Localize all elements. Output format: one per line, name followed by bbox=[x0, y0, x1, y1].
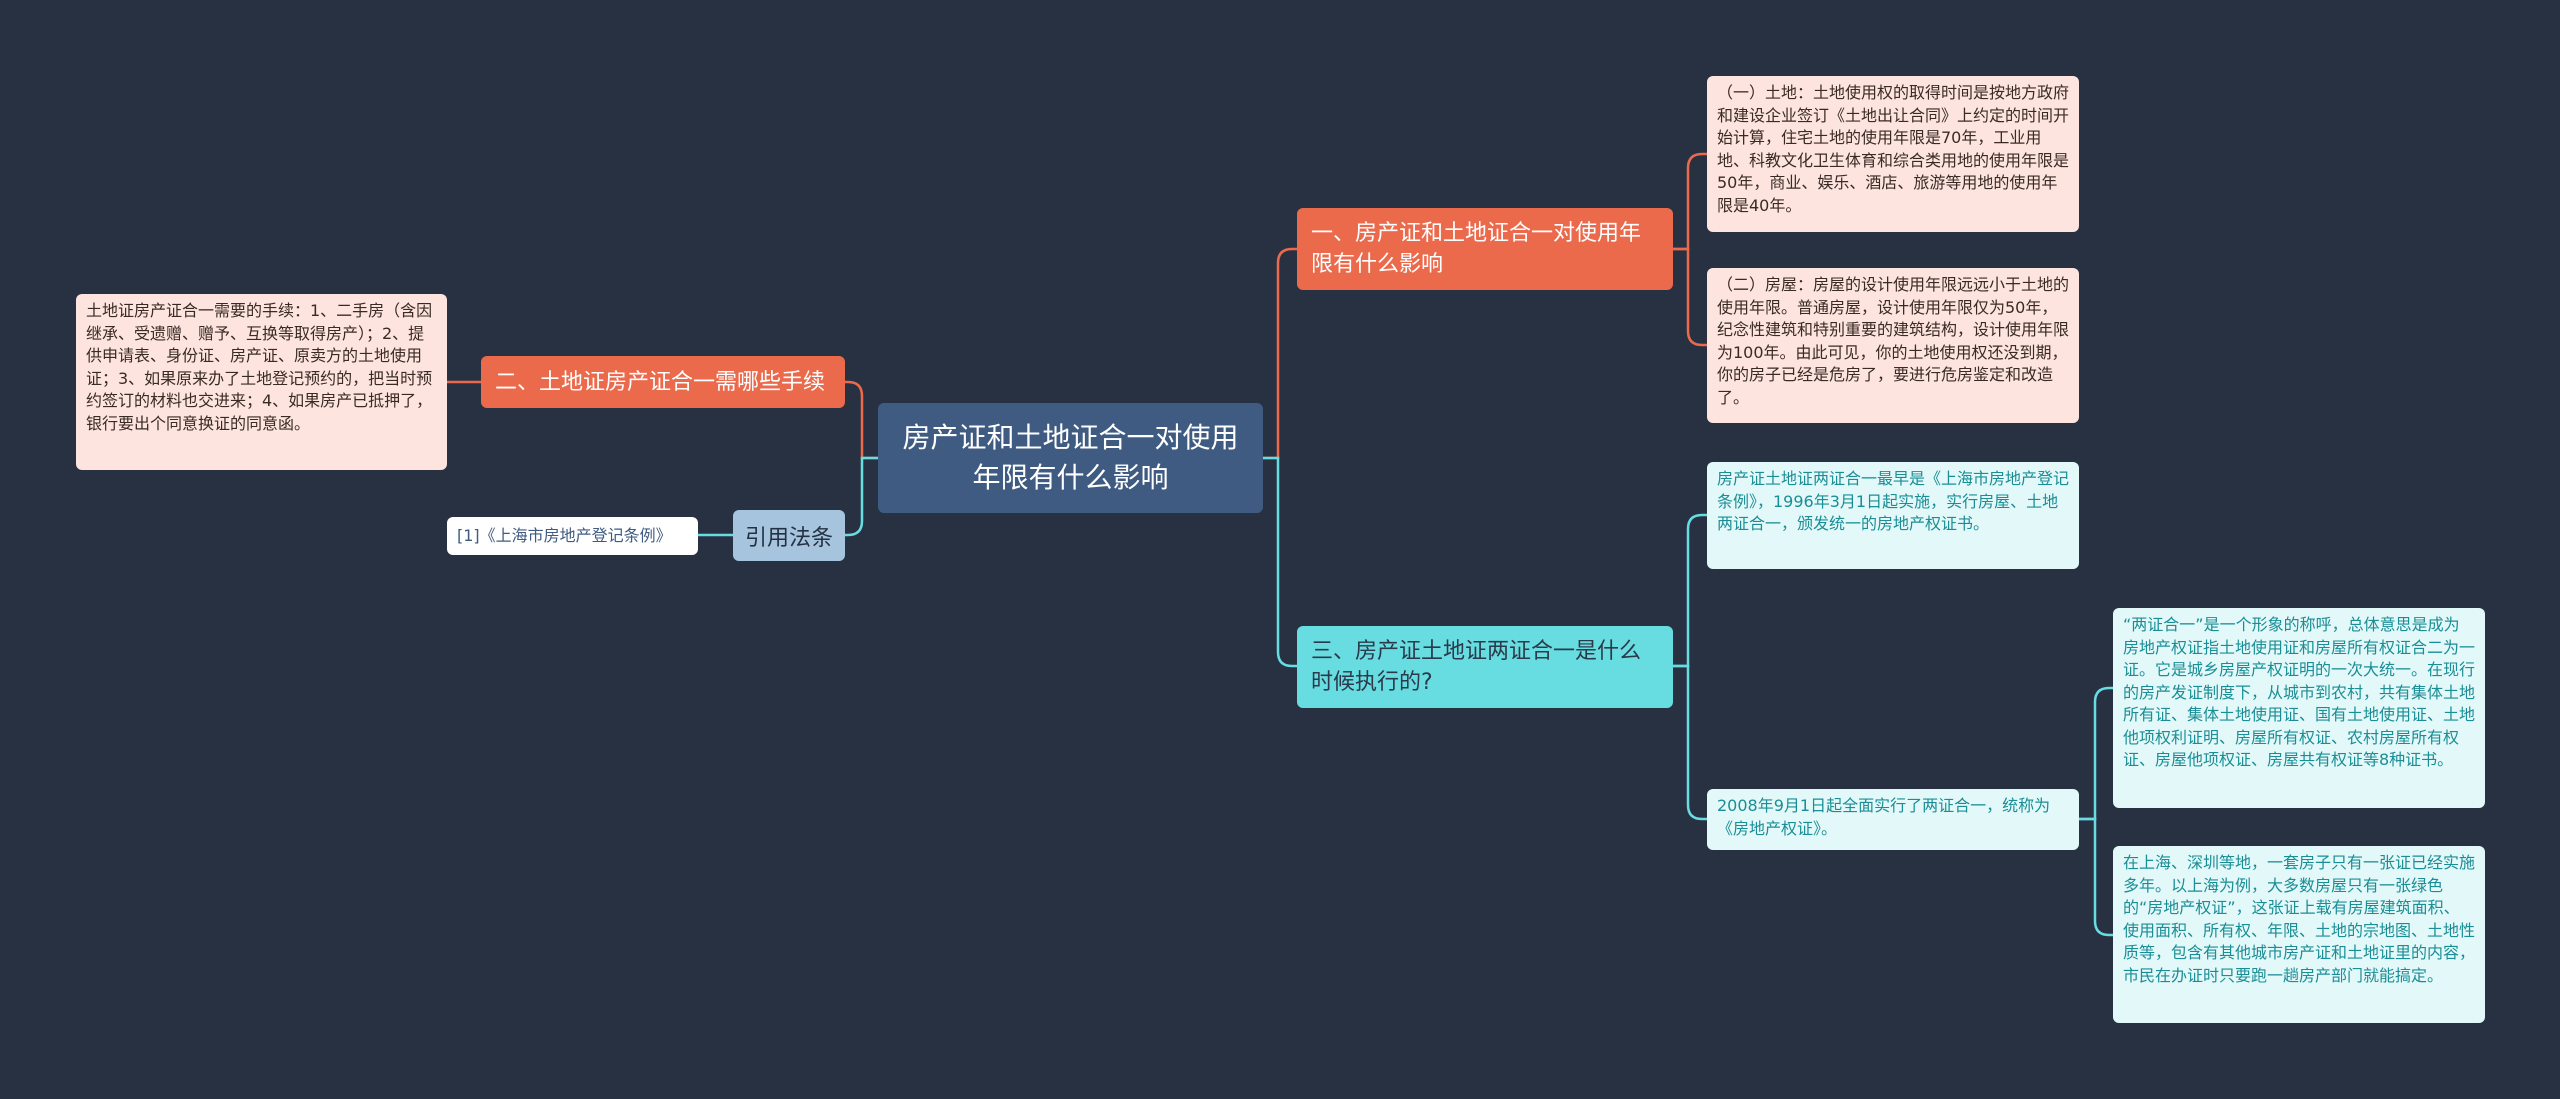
leaf-shanghai-shenzhen-example[interactable]: 在上海、深圳等地，一套房子只有一张证已经实施多年。以上海为例，大多数房屋只有一张… bbox=[2113, 846, 2485, 1023]
branch-cited-laws[interactable]: 引用法条 bbox=[733, 510, 845, 561]
leaf-shanghai-1996[interactable]: 房产证土地证两证合一最早是《上海市房地产登记条例》，1996年3月1日起实施，实… bbox=[1707, 462, 2079, 569]
link-center-branch2 bbox=[845, 380, 878, 460]
central-topic[interactable]: 房产证和土地证合一对使用年限有什么影响 bbox=[878, 403, 1263, 513]
leaf-citation-regulation[interactable]: [1]《上海市房地产登记条例》 bbox=[447, 517, 698, 555]
branch-merge-timing[interactable]: 三、房产证土地证两证合一是什么时候执行的? bbox=[1297, 626, 1673, 708]
link-leaf2-child2 bbox=[2079, 817, 2113, 937]
branch-label: 一、房产证和土地证合一对使用年限有什么影响 bbox=[1311, 221, 1642, 277]
link-center-citation bbox=[845, 456, 878, 537]
leaf-text: “两证合一”是一个形象的称呼，总体意思是成为房地产权证指土地使用证和房屋所有权证… bbox=[2123, 615, 2476, 769]
link-branch3-leaf2 bbox=[1673, 664, 1707, 821]
leaf-2008-full-merge[interactable]: 2008年9月1日起全面实行了两证合一，统称为《房地产权证》。 bbox=[1707, 789, 2079, 850]
leaf-building-term[interactable]: （二）房屋：房屋的设计使用年限远远小于土地的使用年限。普通房屋，设计使用年限仅为… bbox=[1707, 268, 2079, 423]
leaf-text: 2008年9月1日起全面实行了两证合一，统称为《房地产权证》。 bbox=[1717, 796, 2051, 838]
link-center-branch3 bbox=[1263, 456, 1297, 668]
central-topic-label: 房产证和土地证合一对使用年限有什么影响 bbox=[902, 421, 1239, 494]
leaf-procedures-detail[interactable]: 土地证房产证合一需要的手续：1、二手房（含因继承、受遗赠、赠予、互换等取得房产）… bbox=[76, 294, 447, 470]
branch-label: 三、房产证土地证两证合一是什么时候执行的? bbox=[1311, 639, 1642, 695]
branch-usage-term-impact[interactable]: 一、房产证和土地证合一对使用年限有什么影响 bbox=[1297, 208, 1673, 290]
link-branch1-leaf1 bbox=[1673, 152, 1707, 251]
branch-label: 引用法条 bbox=[744, 525, 833, 551]
branch-label: 二、土地证房产证合一需哪些手续 bbox=[495, 369, 826, 395]
leaf-land-term[interactable]: （一）土地：土地使用权的取得时间是按地方政府和建设企业签订《土地出让合同》上约定… bbox=[1707, 76, 2079, 232]
leaf-text: （一）土地：土地使用权的取得时间是按地方政府和建设企业签订《土地出让合同》上约定… bbox=[1717, 83, 2070, 215]
leaf-text: （二）房屋：房屋的设计使用年限远远小于土地的使用年限。普通房屋，设计使用年限仅为… bbox=[1717, 275, 2070, 407]
link-branch3-leaf1 bbox=[1673, 513, 1707, 668]
leaf-text: 在上海、深圳等地，一套房子只有一张证已经实施多年。以上海为例，大多数房屋只有一张… bbox=[2123, 853, 2476, 985]
link-center-branch1 bbox=[1263, 247, 1297, 460]
branch-merge-procedures[interactable]: 二、土地证房产证合一需哪些手续 bbox=[481, 356, 845, 408]
leaf-text: 土地证房产证合一需要的手续：1、二手房（含因继承、受遗赠、赠予、互换等取得房产）… bbox=[86, 301, 433, 433]
link-branch1-leaf2 bbox=[1673, 247, 1707, 347]
link-leaf2-child1 bbox=[2079, 686, 2113, 821]
leaf-text: 房产证土地证两证合一最早是《上海市房地产登记条例》，1996年3月1日起实施，实… bbox=[1717, 469, 2070, 533]
leaf-text: [1]《上海市房地产登记条例》 bbox=[457, 526, 672, 545]
leaf-two-in-one-meaning[interactable]: “两证合一”是一个形象的称呼，总体意思是成为房地产权证指土地使用证和房屋所有权证… bbox=[2113, 608, 2485, 808]
